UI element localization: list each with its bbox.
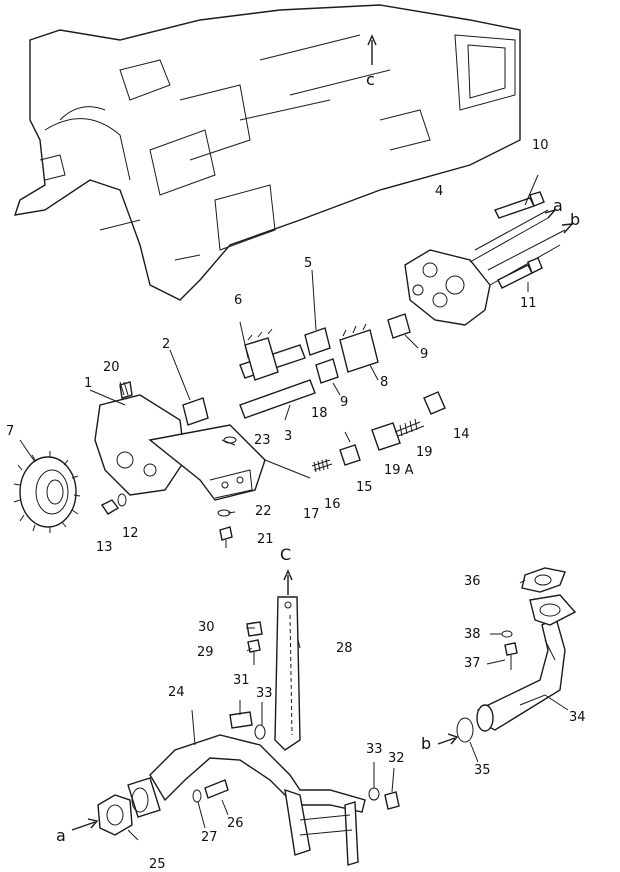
part-label-7: 7	[6, 424, 15, 439]
washer-27	[192, 789, 202, 803]
connection-label-a-bottom: a	[56, 826, 66, 845]
connection-label-b-bottom: b	[421, 734, 432, 753]
part-label-38: 38	[464, 627, 481, 642]
washer-12	[117, 493, 127, 507]
bolt-31	[229, 711, 253, 729]
bushing-9b	[315, 358, 341, 396]
bolt-11	[497, 257, 543, 292]
nut-30	[246, 621, 263, 637]
part-label-2: 2	[162, 337, 171, 352]
part-label-5: 5	[304, 256, 313, 271]
drive-gear-6	[239, 321, 306, 381]
part-label-6: 6	[234, 293, 243, 308]
gasket-36	[521, 567, 566, 593]
part-label-17: 17	[303, 507, 320, 522]
part-label-36: 36	[464, 574, 481, 589]
gasket-25	[97, 794, 133, 836]
part-label-12: 12	[122, 526, 139, 541]
engine-block	[13, 4, 521, 301]
washer-38	[501, 630, 513, 638]
suction-pipe-24	[127, 734, 366, 866]
connection-label-a-top: a	[553, 196, 563, 215]
connector-c-mid	[283, 569, 293, 595]
pump-body	[89, 381, 311, 501]
bushing-5	[304, 269, 331, 356]
bolt-10	[494, 174, 545, 219]
part-label-3: 3	[284, 429, 293, 444]
nut-32	[384, 791, 400, 810]
part-label-4: 4	[435, 184, 444, 199]
part-label-35: 35	[474, 763, 491, 778]
bolt-21	[219, 526, 233, 548]
bracket-28	[274, 596, 301, 751]
part-label-23: 23	[254, 433, 271, 448]
part-label-19: 19	[416, 445, 433, 460]
part-label-31: 31	[233, 673, 250, 688]
part-label-22: 22	[255, 504, 272, 519]
bolt-29	[247, 639, 261, 665]
part-label-16: 16	[324, 497, 341, 512]
driven-gear-8	[339, 323, 379, 381]
o-ring-35	[456, 717, 474, 743]
washer-33a	[254, 724, 266, 740]
part-label-13: 13	[96, 540, 113, 555]
connector-c-top	[367, 34, 377, 65]
nut-13	[100, 499, 120, 515]
drive-gear-7	[13, 439, 81, 533]
part-label-33b: 33	[366, 742, 383, 757]
part-label-30: 30	[198, 620, 215, 635]
part-label-33a: 33	[256, 686, 273, 701]
part-label-14: 14	[453, 427, 470, 442]
connection-label-c-top: c	[366, 70, 375, 89]
bushing-2	[169, 349, 209, 426]
washer-33b	[368, 787, 380, 801]
part-label-9a: 9	[420, 347, 429, 362]
bushing-9a	[387, 313, 419, 349]
part-label-34: 34	[569, 710, 586, 725]
part-label-9b: 9	[340, 395, 349, 410]
pump-cover	[404, 208, 574, 326]
leader-lines	[127, 439, 569, 841]
part-label-19a: 19 A	[384, 463, 414, 478]
part-label-37: 37	[464, 656, 481, 671]
part-label-1: 1	[84, 376, 93, 391]
part-label-29: 29	[197, 645, 214, 660]
part-label-8: 8	[380, 375, 389, 390]
connector-b-bottom	[437, 733, 459, 745]
connection-label-b-top: b	[570, 210, 581, 229]
pipe-34	[476, 594, 577, 732]
bolt-37	[504, 642, 518, 670]
relief-valve	[311, 391, 446, 473]
part-label-15: 15	[356, 480, 373, 495]
part-label-21: 21	[257, 532, 274, 547]
part-label-25: 25	[149, 857, 166, 872]
shaft-3	[239, 379, 316, 421]
bolt-26	[204, 779, 229, 816]
connection-label-c-mid: C	[280, 545, 292, 564]
part-label-18: 18	[311, 406, 328, 421]
pin-20	[119, 381, 129, 396]
part-label-20: 20	[103, 360, 120, 375]
part-label-27: 27	[201, 830, 218, 845]
part-label-10: 10	[532, 138, 549, 153]
part-label-26: 26	[227, 816, 244, 831]
part-label-11: 11	[520, 296, 537, 311]
connector-a-bottom	[71, 818, 99, 831]
part-label-32: 32	[388, 751, 405, 766]
part-label-28: 28	[336, 641, 353, 656]
part-label-24: 24	[168, 685, 185, 700]
